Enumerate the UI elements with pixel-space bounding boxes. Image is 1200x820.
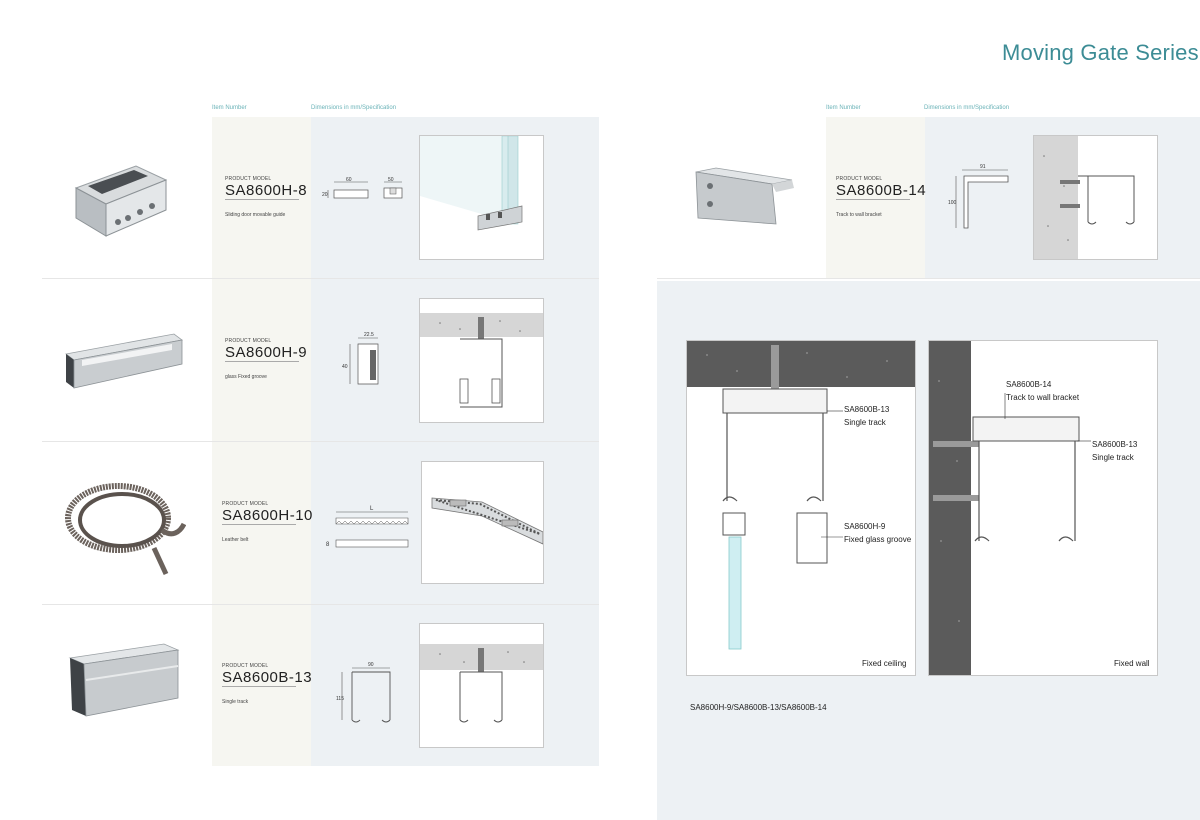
dim-label: 60 bbox=[346, 177, 352, 183]
groove-install-drawing bbox=[419, 298, 544, 423]
belt-install-drawing bbox=[421, 461, 544, 584]
callout-desc: Fixed glass groove bbox=[844, 535, 912, 544]
leather-belt-photo bbox=[62, 478, 186, 578]
dim-label: L bbox=[370, 506, 374, 512]
header-item-number: Item Number bbox=[212, 105, 247, 111]
dimension-drawing-h8: 60 20 50 bbox=[320, 174, 410, 204]
track-install-drawing bbox=[419, 623, 544, 748]
product-block-h10: PRODUCT MODEL SA8600H-10 Leather belt bbox=[222, 501, 313, 543]
callout-desc: Single track bbox=[844, 418, 886, 427]
product-code: SA8600H-10 bbox=[222, 507, 313, 524]
bracket-install-drawing bbox=[1033, 135, 1158, 260]
ceiling-caption: Fixed ceiling bbox=[862, 659, 907, 668]
model-column-right bbox=[826, 117, 925, 278]
wall-callout-track: SA8600B-13 Single track bbox=[1092, 438, 1137, 464]
product-model-label: PRODUCT MODEL bbox=[225, 338, 272, 344]
product-model-label: PRODUCT MODEL bbox=[222, 501, 269, 507]
callout-code: SA8600B-14 bbox=[1006, 380, 1052, 389]
header-item-number-right: Item Number bbox=[826, 105, 861, 111]
row-divider bbox=[657, 278, 1200, 279]
product-block-b14: PRODUCT MODEL SA8600B-14 Track to wall b… bbox=[836, 176, 926, 218]
product-description: Leather belt bbox=[222, 537, 249, 543]
product-description: Sliding door movable guide bbox=[225, 212, 286, 218]
code-underline bbox=[225, 361, 299, 362]
product-block-h8: PRODUCT MODEL SA8600H-8 Sliding door mov… bbox=[225, 176, 307, 218]
row-divider bbox=[42, 604, 599, 605]
product-model-label: PRODUCT MODEL bbox=[836, 176, 883, 182]
dimension-drawing-b14: 91 100 bbox=[946, 160, 1016, 234]
ceiling-install-diagram bbox=[686, 340, 916, 676]
code-underline bbox=[222, 524, 296, 525]
installation-footer: SA8600H-9/SA8600B-13/SA8600B-14 bbox=[690, 703, 827, 712]
header-dimensions: Dimensions in mm/Specification bbox=[311, 105, 397, 111]
product-description: Track to wall bracket bbox=[836, 212, 882, 218]
product-block-b13: PRODUCT MODEL SA8600B-13 Single track bbox=[222, 663, 312, 705]
product-code: SA8600B-14 bbox=[836, 182, 927, 199]
wall-install-diagram bbox=[928, 340, 1158, 676]
callout-code: SA8600H-9 bbox=[844, 522, 886, 531]
dim-label: 50 bbox=[388, 177, 394, 183]
product-code: SA8600B-13 bbox=[222, 669, 313, 686]
dim-label: 40 bbox=[342, 364, 348, 370]
product-model-label: PRODUCT MODEL bbox=[225, 176, 272, 182]
code-underline bbox=[225, 199, 299, 200]
dim-label: 8 bbox=[326, 542, 330, 548]
row-divider bbox=[42, 278, 599, 279]
glass-groove-photo bbox=[62, 330, 186, 390]
dim-label: 90 bbox=[368, 662, 374, 668]
wall-bracket-photo bbox=[692, 166, 796, 228]
ceiling-callout-groove: SA8600H-9 Fixed glass groove bbox=[844, 520, 911, 546]
page-title: Moving Gate Series bbox=[1002, 40, 1199, 65]
dimension-drawing-h10: L 8 bbox=[322, 502, 414, 552]
dimension-drawing-h9: 22.5 40 bbox=[338, 328, 388, 388]
callout-desc: Track to wall bracket bbox=[1006, 393, 1080, 402]
product-model-label: PRODUCT MODEL bbox=[222, 663, 269, 669]
header-dimensions-right: Dimensions in mm/Specification bbox=[924, 105, 1010, 111]
dim-label: 20 bbox=[322, 192, 328, 198]
dim-label: 100 bbox=[948, 200, 957, 206]
row-divider bbox=[42, 441, 599, 442]
dim-label: 115 bbox=[336, 696, 344, 702]
single-track-photo bbox=[64, 640, 182, 720]
ceiling-callout-track: SA8600B-13 Single track bbox=[844, 403, 889, 429]
product-code: SA8600H-9 bbox=[225, 344, 308, 361]
dimension-drawing-b13: 90 115 bbox=[334, 660, 394, 730]
dim-label: 91 bbox=[980, 164, 986, 170]
product-block-h9: PRODUCT MODEL SA8600H-9 glass Fixed groo… bbox=[225, 338, 307, 380]
callout-desc: Single track bbox=[1092, 453, 1134, 462]
product-description: glass Fixed groove bbox=[225, 374, 267, 380]
product-code: SA8600H-8 bbox=[225, 182, 308, 199]
product-description: Single track bbox=[222, 699, 249, 705]
glass-guide-photo bbox=[66, 158, 178, 238]
glass-install-drawing bbox=[419, 135, 544, 260]
code-underline bbox=[836, 199, 910, 200]
wall-caption: Fixed wall bbox=[1114, 659, 1150, 668]
callout-code: SA8600B-13 bbox=[1092, 440, 1138, 449]
callout-code: SA8600B-13 bbox=[844, 405, 890, 414]
wall-callout-bracket: SA8600B-14 Track to wall bracket bbox=[1006, 378, 1079, 404]
code-underline bbox=[222, 686, 296, 687]
dim-label: 22.5 bbox=[364, 332, 374, 338]
